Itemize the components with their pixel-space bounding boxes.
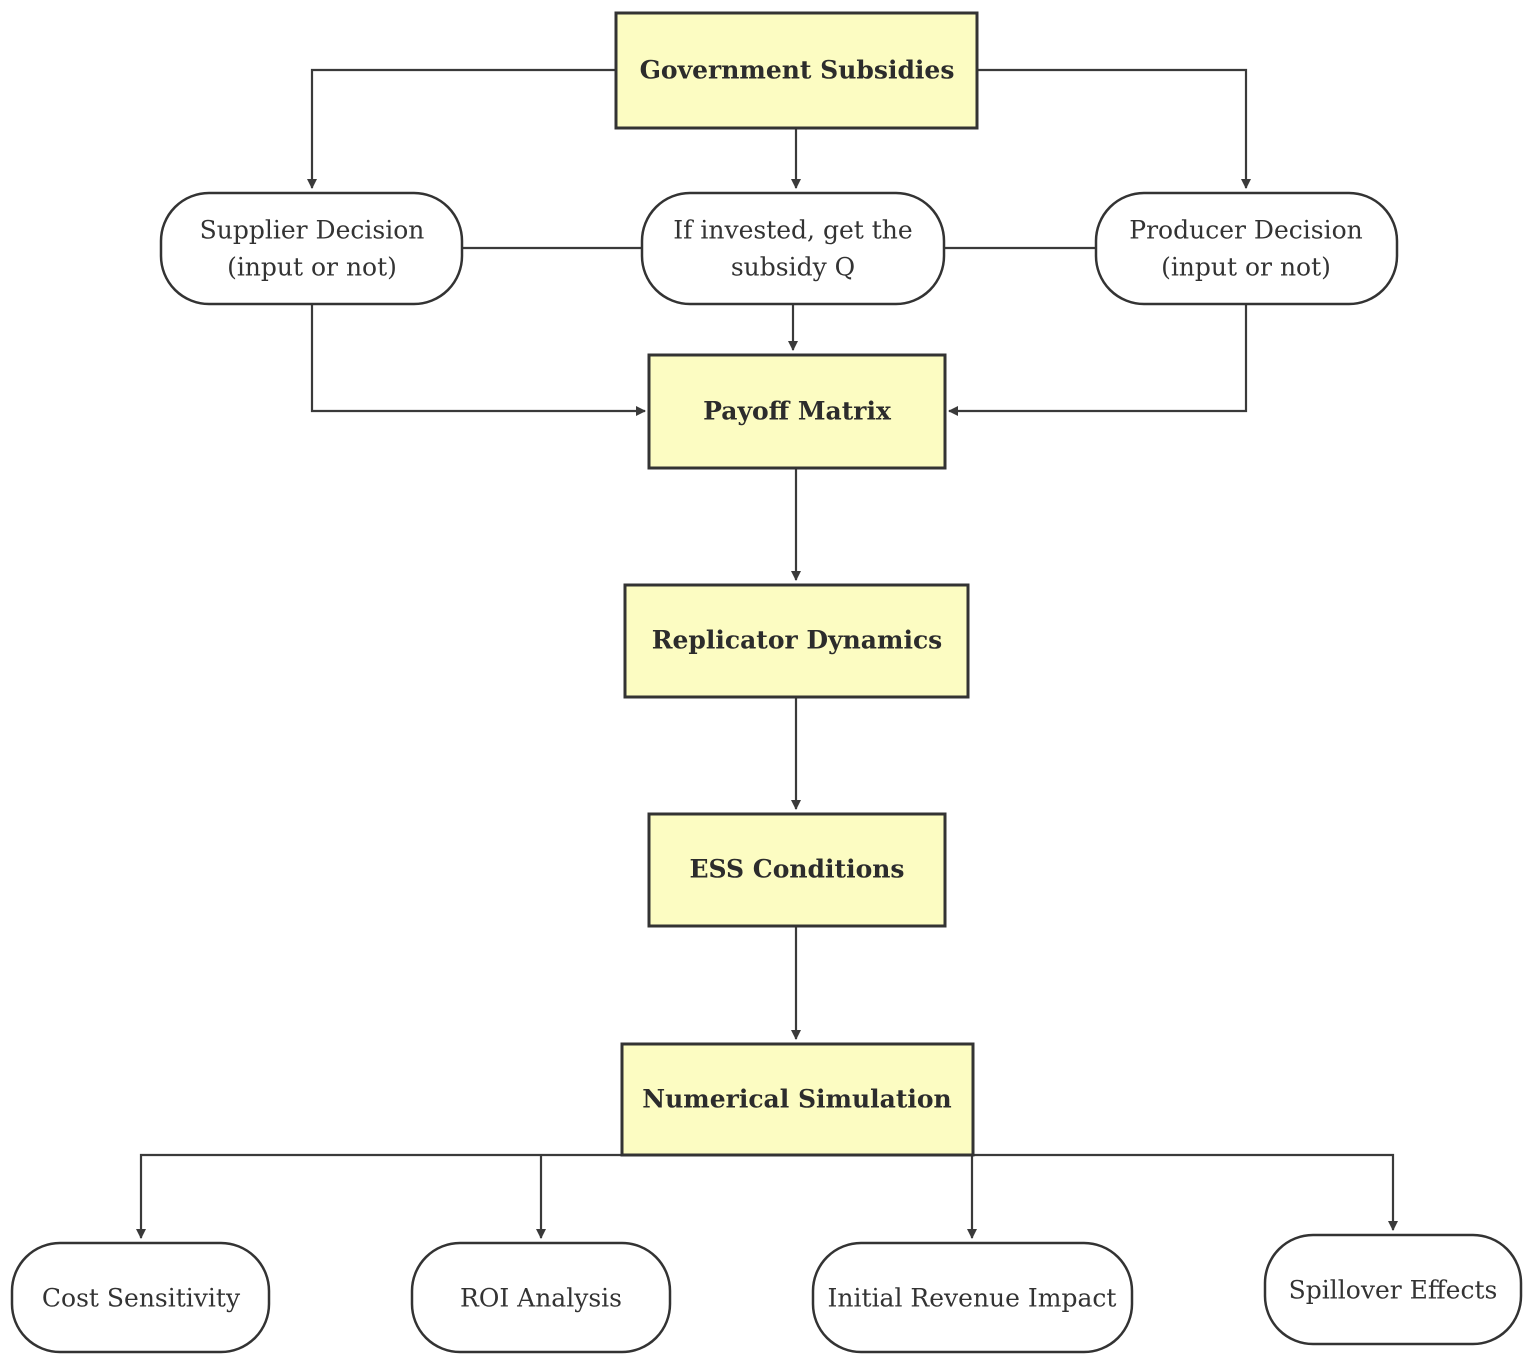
- node-replicator-dynamics: Replicator Dynamics: [623, 583, 970, 699]
- subsidy-label-line2: subsidy Q: [731, 253, 855, 282]
- edge-producer-to-payoff: [948, 304, 1248, 416]
- node-producer-decision: Producer Decision (input or not): [1094, 191, 1399, 306]
- edges: [136, 68, 1398, 1239]
- node-initial-revenue-impact: Initial Revenue Impact: [811, 1241, 1134, 1354]
- numerical-simulation-label: Numerical Simulation: [642, 1085, 951, 1114]
- edge-government-to-supplier: [307, 68, 616, 189]
- subsidy-label-line1: If invested, get the: [673, 216, 912, 245]
- replicator-dynamics-label: Replicator Dynamics: [652, 626, 943, 655]
- node-government-subsidies: Government Subsidies: [614, 11, 979, 130]
- node-ess-conditions: ESS Conditions: [647, 812, 947, 928]
- edge-supplier-to-payoff: [310, 304, 646, 416]
- supplier-decision-label-line2: (input or not): [227, 253, 397, 282]
- edge-government-to-producer: [977, 68, 1251, 189]
- initial-revenue-impact-label: Initial Revenue Impact: [828, 1284, 1117, 1313]
- node-payoff-matrix: Payoff Matrix: [647, 353, 947, 470]
- supplier-decision-label-line1: Supplier Decision: [200, 216, 425, 245]
- payoff-matrix-label: Payoff Matrix: [703, 397, 892, 426]
- roi-analysis-label: ROI Analysis: [460, 1284, 622, 1313]
- node-subsidy: If invested, get the subsidy Q: [640, 191, 946, 306]
- node-spillover-effects: Spillover Effects: [1263, 1233, 1523, 1346]
- government-subsidies-label: Government Subsidies: [640, 56, 955, 85]
- edge-simulation-to-cost: [136, 1153, 622, 1239]
- producer-decision-label-line2: (input or not): [1161, 253, 1331, 282]
- edge-simulation-to-spillover: [972, 1153, 1398, 1231]
- node-roi-analysis: ROI Analysis: [410, 1241, 672, 1354]
- node-supplier-decision: Supplier Decision (input or not): [159, 191, 464, 306]
- node-cost-sensitivity: Cost Sensitivity: [10, 1241, 271, 1354]
- spillover-effects-label: Spillover Effects: [1289, 1276, 1498, 1305]
- ess-conditions-label: ESS Conditions: [689, 855, 904, 884]
- node-numerical-simulation: Numerical Simulation: [620, 1042, 975, 1157]
- producer-decision-label-line1: Producer Decision: [1129, 216, 1362, 245]
- cost-sensitivity-label: Cost Sensitivity: [42, 1284, 241, 1313]
